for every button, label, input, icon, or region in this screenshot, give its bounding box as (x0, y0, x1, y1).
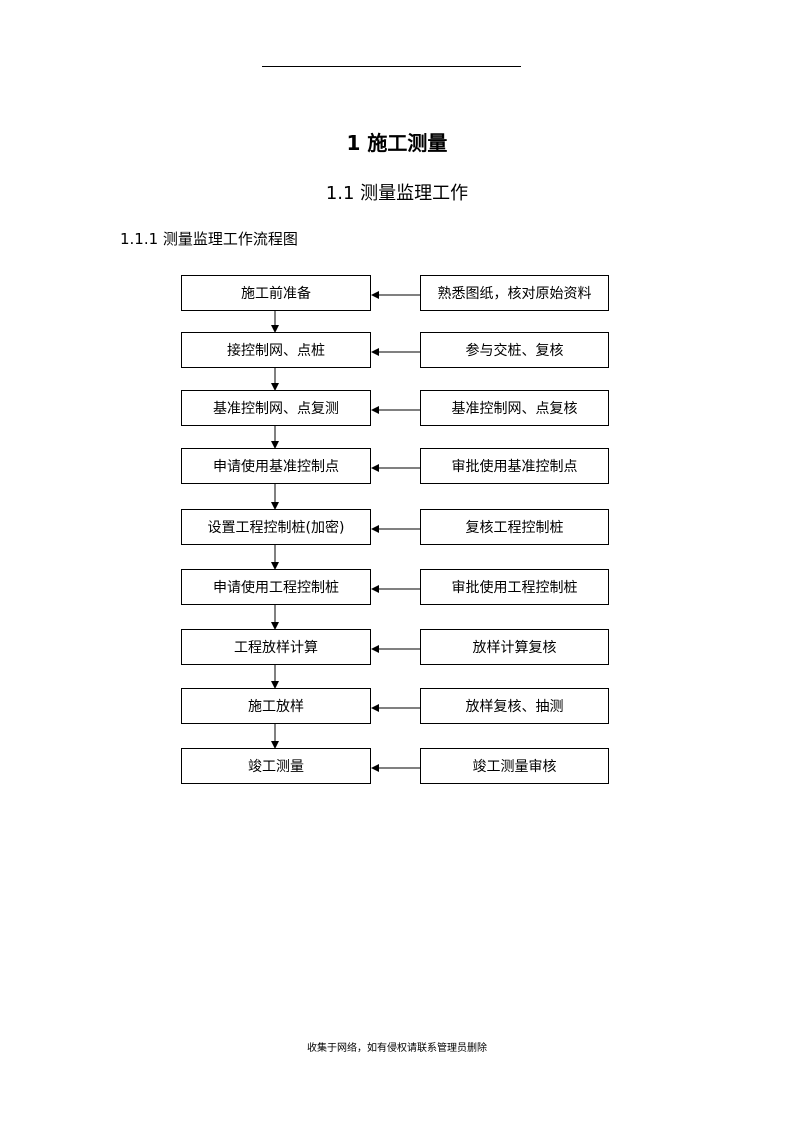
heading-1: 1 施工测量 (346, 131, 448, 155)
supervision-task-box: 参与交桩、复核 (420, 332, 609, 368)
supervision-task-box: 审批使用基准控制点 (420, 448, 609, 484)
process-step-box: 基准控制网、点复测 (181, 390, 371, 426)
process-step-box: 接控制网、点桩 (181, 332, 371, 368)
supervision-task-box: 审批使用工程控制桩 (420, 569, 609, 605)
supervision-task-box: 放样计算复核 (420, 629, 609, 665)
process-step-box: 施工放样 (181, 688, 371, 724)
supervision-task-box: 基准控制网、点复核 (420, 390, 609, 426)
process-step-box: 施工前准备 (181, 275, 371, 311)
header-rule (262, 66, 521, 67)
footer-note: 收集于网络，如有侵权请联系管理员删除 (307, 1043, 487, 1054)
supervision-task-box: 放样复核、抽测 (420, 688, 609, 724)
heading-2: 1.1 测量监理工作 (325, 183, 469, 204)
supervision-task-box: 熟悉图纸，核对原始资料 (420, 275, 609, 311)
heading-3: 1.1.1 测量监理工作流程图 (120, 230, 298, 248)
supervision-task-box: 竣工测量审核 (420, 748, 609, 784)
supervision-task-box: 复核工程控制桩 (420, 509, 609, 545)
process-step-box: 竣工测量 (181, 748, 371, 784)
process-step-box: 工程放样计算 (181, 629, 371, 665)
process-step-box: 申请使用基准控制点 (181, 448, 371, 484)
process-step-box: 设置工程控制桩(加密) (181, 509, 371, 545)
process-step-box: 申请使用工程控制桩 (181, 569, 371, 605)
